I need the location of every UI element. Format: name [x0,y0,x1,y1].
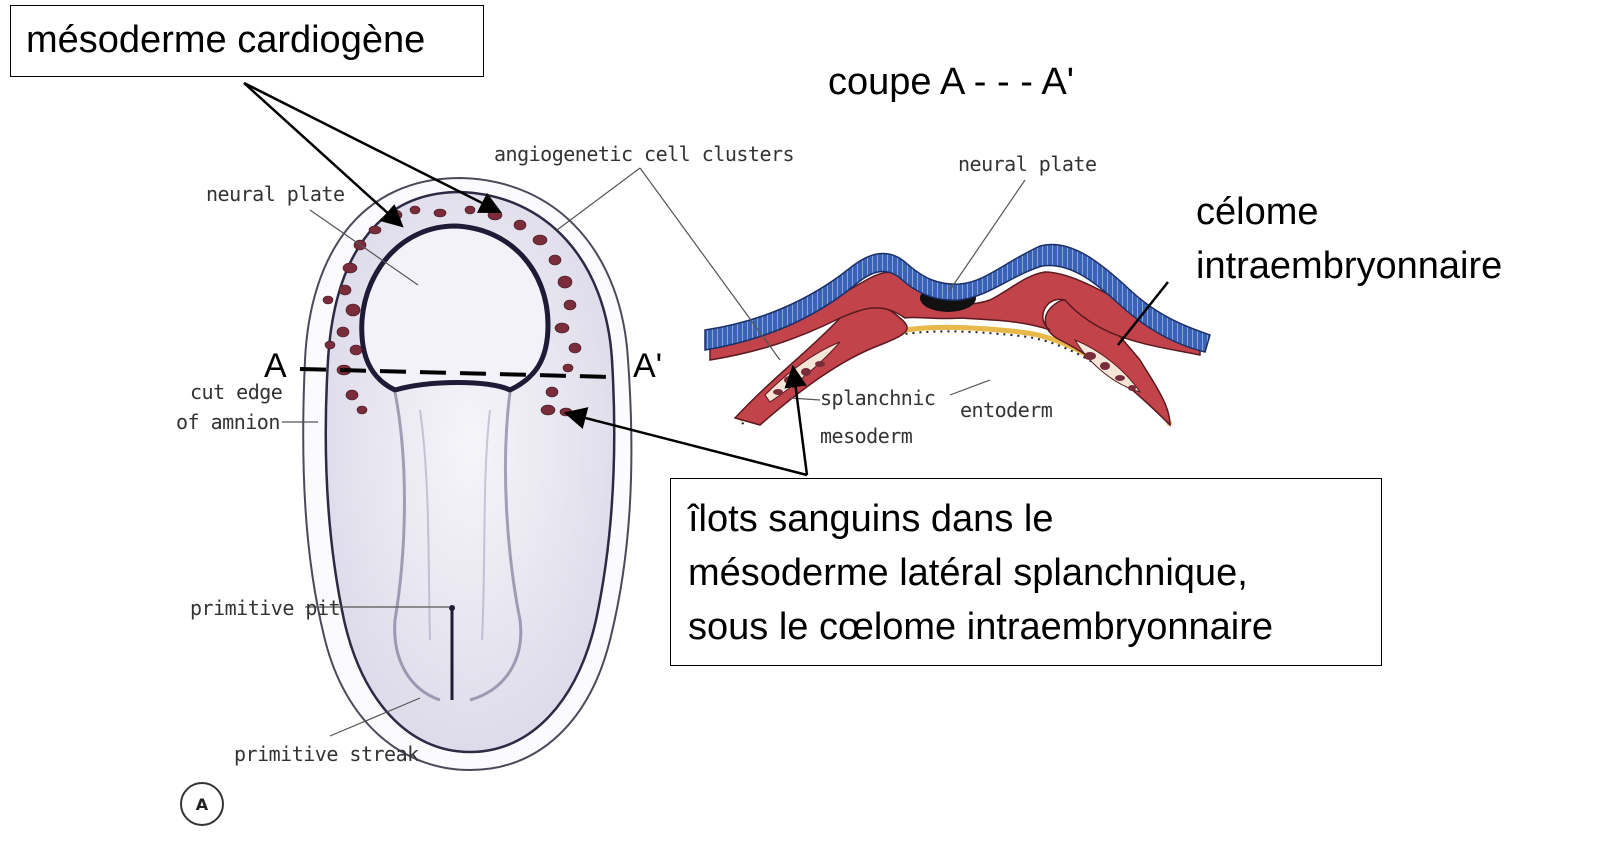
label-cut-edge-2: of amnion [176,410,280,434]
label-cut-edge-1: cut edge [190,380,282,404]
label-primitive-streak: primitive streak [234,742,419,766]
label-ilots-3: sous le cœlome intraembryonnaire [688,605,1273,650]
label-neural-plate-left: neural plate [206,182,345,206]
label-angiogenetic: angiogenetic cell clusters [494,142,794,166]
label-coupe: coupe A - - - A' [828,60,1074,105]
label-splanchnic-2: mesoderm [820,424,912,448]
cross-section-figure [705,244,1210,425]
panel-letter-badge: A [180,782,224,826]
label-ilots-2: mésoderme latéral splanchnique, [688,551,1248,596]
label-celome-1: célome [1196,190,1319,235]
label-primitive-pit: primitive pit [190,596,340,620]
label-mesoderme-cardiogene: mésoderme cardiogène [26,18,425,63]
label-section-a-prime: A' [633,346,662,386]
label-entoderm: entoderm [960,398,1052,422]
embryo-dorsal-view [303,178,631,770]
panel-letter: A [196,795,208,814]
label-neural-plate-right: neural plate [958,152,1097,176]
label-splanchnic-1: splanchnic [820,386,935,410]
primitive-pit-dot [449,605,455,611]
label-celome-2: intraembryonnaire [1196,244,1502,289]
label-ilots-1: îlots sanguins dans le [688,497,1053,542]
